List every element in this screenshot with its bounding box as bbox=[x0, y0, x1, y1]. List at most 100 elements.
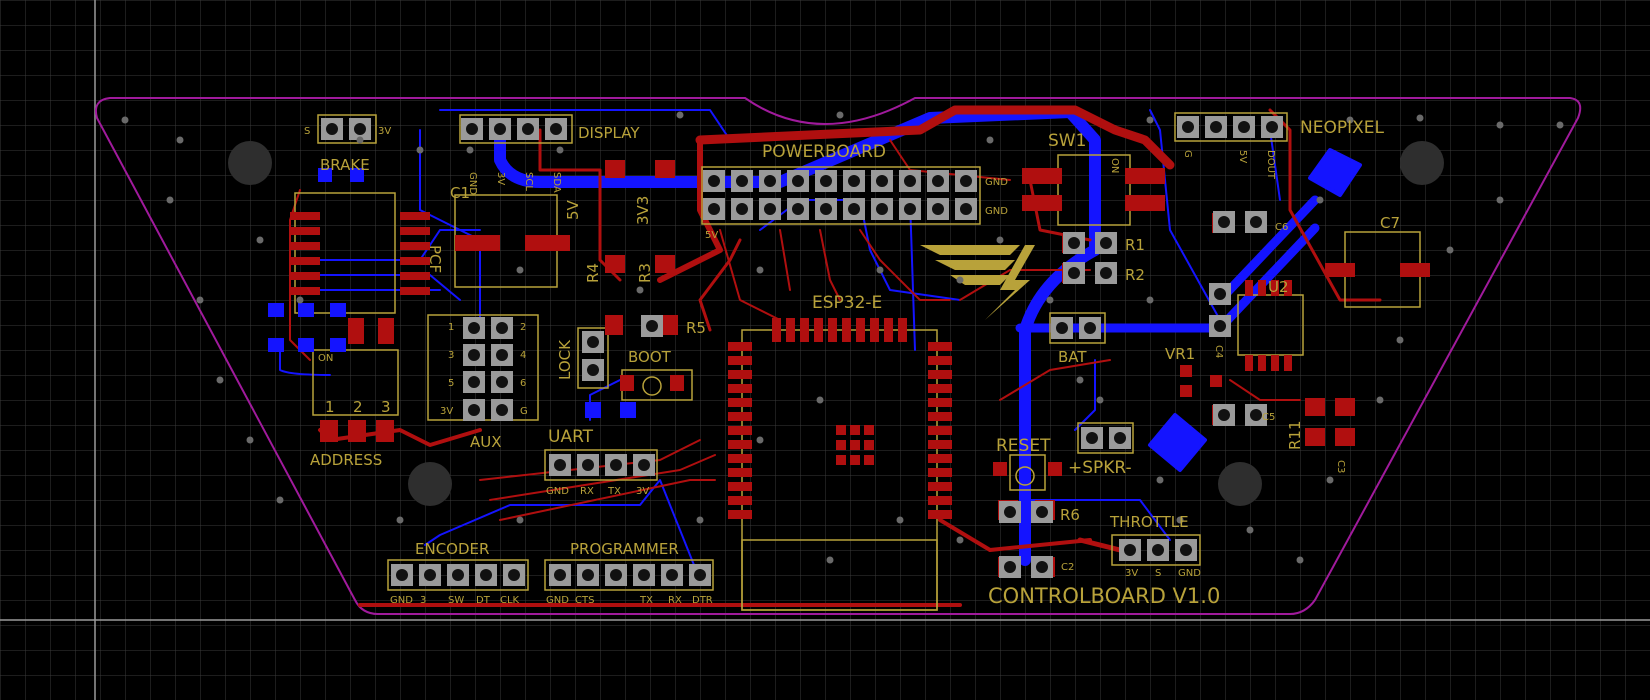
via bbox=[836, 111, 844, 119]
pad-hole bbox=[764, 203, 776, 215]
sw1-on-label: ON bbox=[1109, 158, 1120, 173]
pad-hole bbox=[468, 376, 480, 388]
address-num-3: 3 bbox=[381, 398, 391, 416]
throttle-pin-gnd: GND bbox=[1178, 568, 1201, 579]
pad-hole bbox=[708, 203, 720, 215]
display-pin-gnd: GND bbox=[467, 172, 478, 195]
through-hole-pads bbox=[321, 116, 1283, 586]
pcf-label: PCF bbox=[426, 245, 444, 273]
regulator-5v-label: 5V bbox=[564, 199, 582, 220]
board-title: CONTROLBOARD V1.0 bbox=[988, 584, 1220, 608]
lightning-wing-logo bbox=[920, 245, 1035, 320]
uart-pin-tx: TX bbox=[607, 486, 621, 497]
esp32-label: ESP32-E bbox=[812, 293, 882, 313]
via bbox=[1156, 476, 1164, 484]
powerboard-label: POWERBOARD bbox=[762, 142, 886, 162]
via bbox=[1246, 526, 1254, 534]
throttle-pin-3v: 3V bbox=[1125, 568, 1138, 579]
neopixel-pin-5v: 5V bbox=[1237, 150, 1248, 163]
via bbox=[636, 286, 644, 294]
via bbox=[1096, 396, 1104, 404]
programmer-pin-cts: CTS bbox=[575, 595, 594, 606]
brake-pin-3v: 3V bbox=[378, 126, 391, 137]
pad-hole bbox=[1218, 216, 1230, 228]
pad-hole bbox=[496, 322, 508, 334]
uart-label: UART bbox=[548, 427, 594, 447]
aux-pin-6: 6 bbox=[520, 378, 526, 389]
encoder-pin-gnd: GND bbox=[390, 595, 413, 606]
powerboard-pin-gnd-1: GND bbox=[985, 177, 1008, 188]
pad-hole bbox=[1210, 121, 1222, 133]
via bbox=[1146, 296, 1154, 304]
aux-pin-4: 4 bbox=[520, 350, 526, 361]
encoder-pin-clk: CLK bbox=[500, 595, 520, 606]
via bbox=[216, 376, 224, 384]
uart-pin-3v: 3V bbox=[636, 486, 649, 497]
pad-hole bbox=[582, 569, 594, 581]
pad-hole bbox=[708, 175, 720, 187]
aux-pin-g: G bbox=[520, 406, 528, 417]
brake-pin-s: S bbox=[304, 126, 310, 137]
via bbox=[1176, 516, 1184, 524]
encoder-pin-3: 3 bbox=[420, 595, 426, 606]
board-outline[interactable] bbox=[94, 97, 1582, 615]
pad-hole bbox=[1004, 561, 1016, 573]
via bbox=[416, 146, 424, 154]
neopixel-pin-g: G bbox=[1182, 150, 1193, 158]
pad-hole bbox=[496, 404, 508, 416]
via bbox=[876, 266, 884, 274]
pad-hole bbox=[764, 175, 776, 187]
via bbox=[1076, 376, 1084, 384]
pad-hole bbox=[396, 569, 408, 581]
pad-hole bbox=[1036, 561, 1048, 573]
via bbox=[1496, 121, 1504, 129]
bat-label: BAT bbox=[1058, 348, 1087, 366]
pad-hole bbox=[1068, 237, 1080, 249]
pad-hole bbox=[587, 364, 599, 376]
boot-label: BOOT bbox=[628, 348, 672, 366]
via bbox=[166, 196, 174, 204]
pad-hole bbox=[960, 175, 972, 187]
pad-hole bbox=[736, 203, 748, 215]
via bbox=[516, 266, 524, 274]
r3-label: R3 bbox=[636, 263, 654, 283]
via bbox=[121, 116, 129, 124]
via bbox=[1376, 396, 1384, 404]
pad-hole bbox=[1238, 121, 1250, 133]
c4-label: C4 bbox=[1213, 345, 1224, 358]
via bbox=[996, 236, 1004, 244]
pad-hole bbox=[496, 376, 508, 388]
pad-hole bbox=[1214, 320, 1226, 332]
pad-hole bbox=[876, 175, 888, 187]
reset-label: RESET bbox=[996, 436, 1051, 456]
display-label: DISPLAY bbox=[578, 124, 640, 142]
pad-hole bbox=[468, 349, 480, 361]
pad-hole bbox=[494, 123, 506, 135]
pad-hole bbox=[610, 459, 622, 471]
via bbox=[1046, 296, 1054, 304]
via bbox=[196, 296, 204, 304]
vr1-label: VR1 bbox=[1165, 345, 1195, 363]
pad-hole bbox=[326, 123, 338, 135]
pad-hole bbox=[582, 459, 594, 471]
pad-hole bbox=[468, 404, 480, 416]
sw1-label: SW1 bbox=[1048, 131, 1086, 151]
pad-hole bbox=[1250, 216, 1262, 228]
via bbox=[1326, 476, 1334, 484]
brake-label: BRAKE bbox=[320, 156, 370, 174]
pad-hole bbox=[452, 569, 464, 581]
via bbox=[696, 516, 704, 524]
via bbox=[296, 296, 304, 304]
via bbox=[246, 436, 254, 444]
pad-hole bbox=[736, 175, 748, 187]
via bbox=[1416, 114, 1424, 122]
c1-label: C1 bbox=[450, 184, 470, 202]
pad-hole bbox=[1056, 322, 1068, 334]
via bbox=[1296, 556, 1304, 564]
speaker-label: +SPKR- bbox=[1068, 458, 1132, 478]
via bbox=[1346, 116, 1354, 124]
via bbox=[956, 276, 964, 284]
pad-hole bbox=[666, 569, 678, 581]
aux-pin-2: 2 bbox=[520, 322, 526, 333]
